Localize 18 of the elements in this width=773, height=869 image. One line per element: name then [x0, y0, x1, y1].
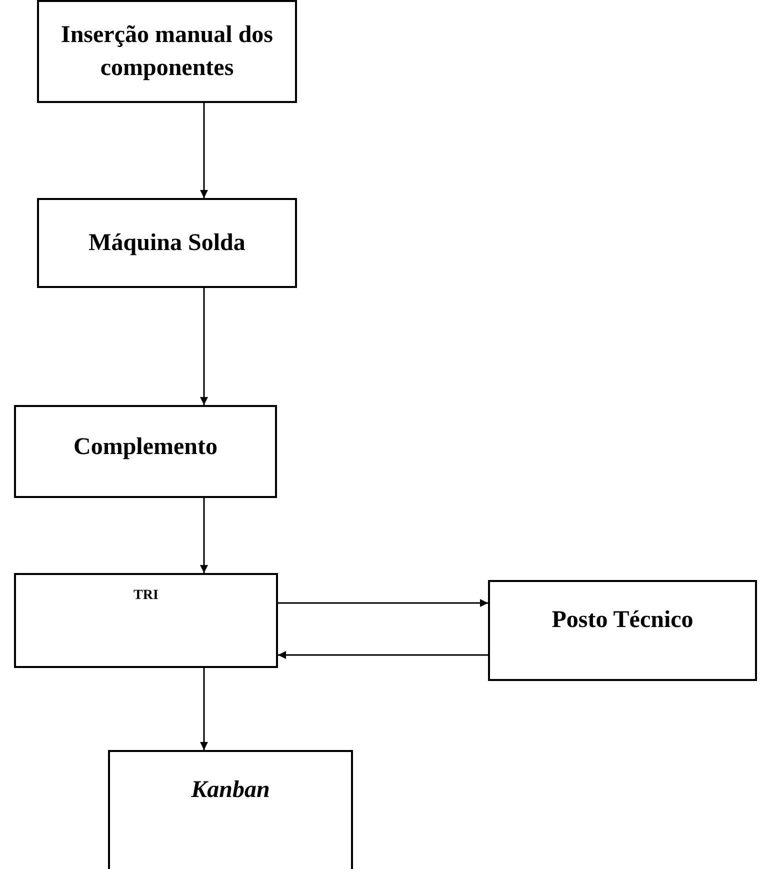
arrow [278, 651, 488, 659]
process-box [14, 405, 277, 498]
box-label: Posto Técnico [552, 606, 694, 635]
process-box [37, 0, 297, 103]
process-box [14, 573, 278, 668]
box-label: TRI [134, 587, 158, 605]
process-box [37, 198, 297, 288]
box-label: Complemento [74, 433, 218, 462]
arrow [200, 498, 208, 573]
arrow [200, 668, 208, 750]
process-box [108, 750, 353, 869]
box-label: Kanban [191, 776, 270, 805]
box-label: Máquina Solda [88, 228, 246, 258]
arrow [200, 103, 208, 198]
box-label: Inserção manual dos componentes [60, 21, 274, 82]
arrow [278, 599, 488, 607]
process-box [488, 580, 757, 681]
arrow [200, 288, 208, 405]
